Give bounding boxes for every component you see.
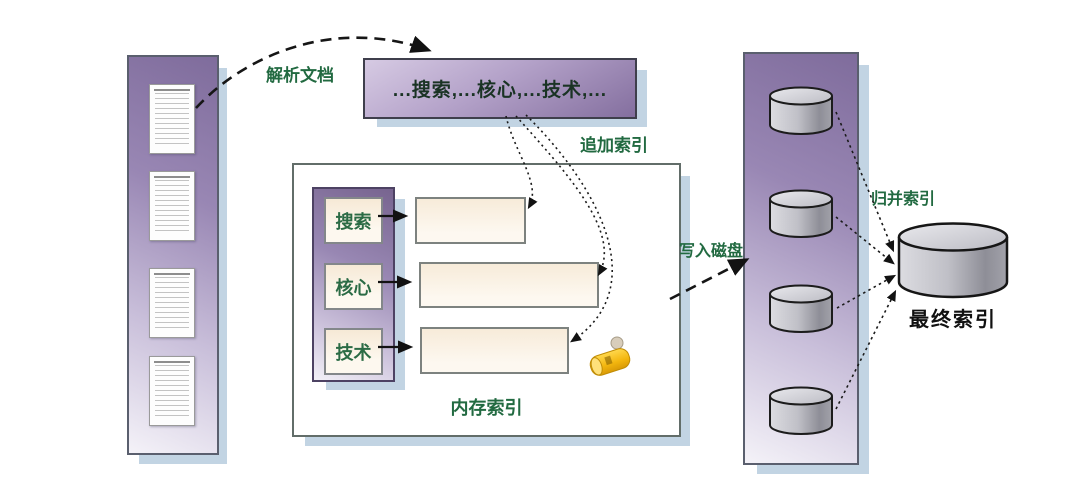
posting-list-rect-2 — [419, 262, 599, 308]
term-label: 核心 — [335, 277, 372, 298]
yellow-barrel-icon — [586, 333, 638, 377]
parsed-phrase-box: ...搜索,...核心,...技术,... — [363, 58, 637, 119]
term-box-tech: 技术 — [324, 328, 383, 375]
term-label: 搜索 — [335, 211, 372, 232]
disk-cylinder-icon — [767, 85, 835, 137]
merge-index-label: 归并索引 — [871, 191, 936, 208]
disk-cylinder-icon — [767, 188, 835, 240]
document-icon — [149, 84, 195, 154]
term-box-core: 核心 — [324, 263, 383, 310]
parsed-phrase-text: ...搜索,...核心,...技术,... — [392, 80, 608, 101]
disk-cylinder-icon — [767, 283, 835, 335]
memory-index-box: 搜索 核心 技术 内存索引 — [292, 163, 681, 437]
posting-list-rect-1 — [415, 197, 526, 244]
final-index-cylinder-icon — [896, 220, 1010, 304]
memory-index-caption: 内存索引 — [450, 398, 523, 418]
term-box-search: 搜索 — [324, 197, 383, 244]
source-documents-panel — [127, 55, 219, 455]
parse-docs-label: 解析文档 — [266, 66, 334, 85]
term-label: 技术 — [335, 342, 372, 363]
document-icon — [149, 356, 195, 426]
final-index-caption: 最终索引 — [909, 309, 997, 331]
append-index-label: 追加索引 — [580, 136, 648, 155]
document-icon — [149, 171, 195, 241]
document-icon — [149, 268, 195, 338]
write-disk-label: 写入磁盘 — [679, 243, 744, 260]
posting-list-rect-3 — [420, 327, 569, 374]
disk-segments-panel — [743, 52, 859, 465]
disk-cylinder-icon — [767, 385, 835, 437]
